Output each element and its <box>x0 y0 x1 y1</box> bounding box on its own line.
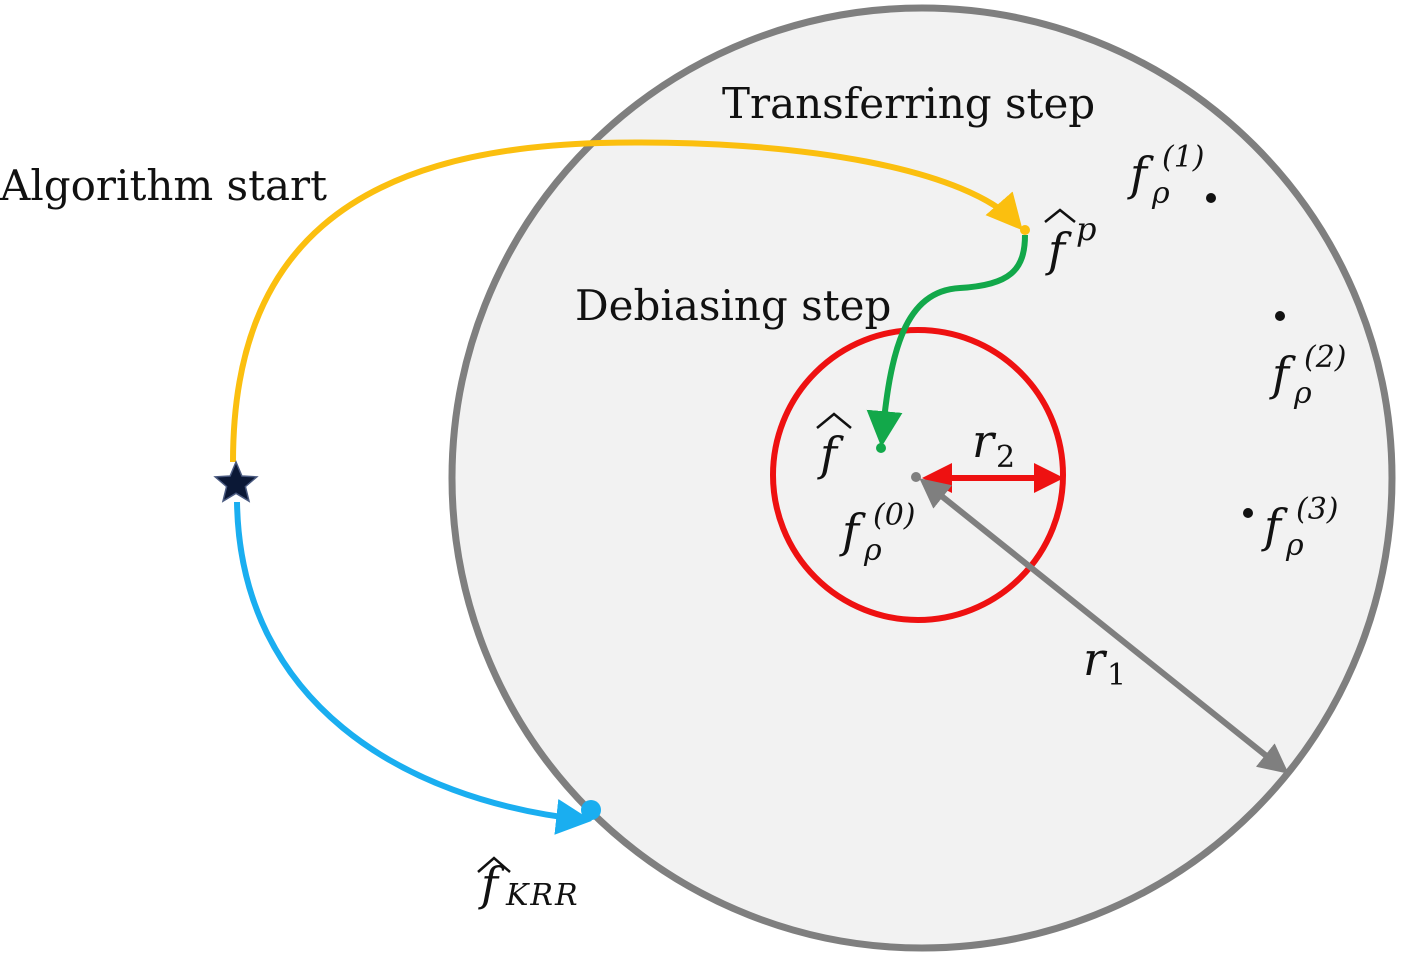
f-krr-label: f KRR <box>477 856 580 913</box>
f0-sub: ρ <box>863 533 882 568</box>
f3-sup: (3) <box>1296 492 1339 527</box>
r1-base: r <box>1083 632 1108 686</box>
f2-point <box>1275 311 1285 321</box>
star-icon <box>213 460 259 503</box>
f3-point <box>1243 508 1253 518</box>
r1-sub: 1 <box>1107 658 1126 693</box>
krr-arrow <box>234 501 593 835</box>
f1-sup: (1) <box>1162 140 1205 175</box>
debiasing-step-label: Debiasing step <box>575 281 891 330</box>
r1-arrow <box>919 478 1289 774</box>
f-p-point <box>1020 225 1030 235</box>
f2-sup: (2) <box>1304 340 1347 375</box>
f1-sub: ρ <box>1151 176 1170 211</box>
f-krr-sub: KRR <box>505 878 580 913</box>
f-krr-point <box>581 800 601 820</box>
transfer-arrow <box>230 139 1023 463</box>
r2-label: r 2 <box>972 414 1015 475</box>
r2-sub: 2 <box>996 440 1015 475</box>
f3-sub: ρ <box>1285 528 1304 563</box>
algorithm-start-label: Algorithm start <box>0 161 327 210</box>
f1-point <box>1206 193 1216 203</box>
r1-label: r 1 <box>1083 632 1126 693</box>
f0-point <box>911 472 921 482</box>
f-p-sup: p <box>1076 210 1096 248</box>
transferring-step-label: Transferring step <box>722 79 1095 128</box>
f2-sub: ρ <box>1293 376 1312 411</box>
r2-base: r <box>972 414 997 468</box>
debias-arrow <box>866 234 1028 448</box>
f-hat-point <box>876 443 886 453</box>
f0-sup: (0) <box>873 498 916 533</box>
